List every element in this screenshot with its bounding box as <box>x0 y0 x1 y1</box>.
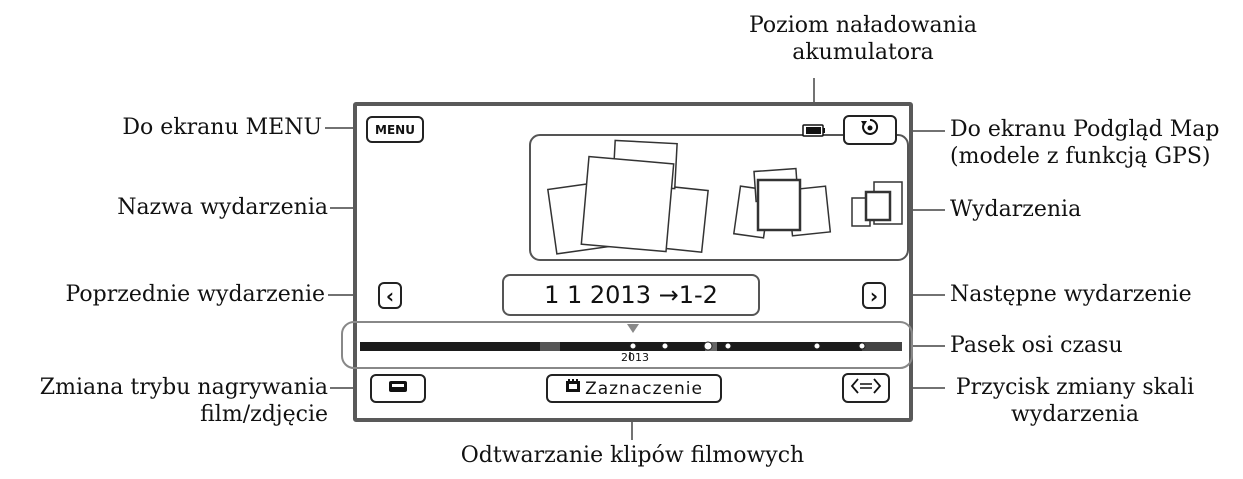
highlight-film-icon <box>565 378 581 399</box>
event-title: 1 1 2013 →1-2 <box>544 281 718 309</box>
event-thumbnail-medium <box>732 167 832 239</box>
next-event-button[interactable]: › <box>862 282 886 309</box>
callout-next-event: Następne wydarzenie <box>950 282 1192 307</box>
callout-mode-change: Zmiana trybu nagrywania film/zdjęcie <box>39 375 328 427</box>
menu-button-label: MENU <box>375 122 415 137</box>
timeline-box <box>341 321 913 369</box>
event-thumbnail-large <box>546 139 709 255</box>
callout-events: Wydarzenia <box>950 197 1082 222</box>
movie-photo-mode-icon <box>387 379 409 399</box>
callout-map: Do ekranu Podgląd Map (modele z funkcją … <box>950 117 1220 169</box>
highlight-label: Zaznaczenie <box>585 378 703 399</box>
timeline-year-label: 2013 <box>621 351 649 364</box>
callout-menu: Do ekranu MENU <box>122 115 322 140</box>
callout-highlight: Odtwarzanie klipów filmowych <box>460 443 805 468</box>
timeline-event-markers <box>629 341 866 351</box>
callout-event-name: Nazwa wydarzenia <box>117 195 328 220</box>
scale-change-icon <box>850 377 882 399</box>
callout-timeline: Pasek osi czasu <box>950 333 1123 358</box>
callout-prev-event: Poprzednie wydarzenie <box>65 282 325 307</box>
events-area <box>529 134 909 261</box>
timeline-position-marker <box>627 324 639 333</box>
callout-scale-change: Przycisk zmiany skali wydarzenia <box>955 375 1195 427</box>
event-thumbnail-small <box>851 181 903 227</box>
movie-photo-mode-button[interactable] <box>370 374 426 403</box>
map-view-icon <box>859 118 881 142</box>
highlight-playback-button[interactable]: Zaznaczenie <box>546 374 722 403</box>
battery-icon <box>802 122 826 137</box>
prev-event-button[interactable]: ‹ <box>378 282 402 309</box>
menu-button[interactable]: MENU <box>366 116 424 143</box>
scale-change-button[interactable] <box>842 373 890 403</box>
prev-arrow-icon: ‹ <box>385 283 395 308</box>
callout-battery: Poziom naładowania akumulatora <box>748 13 977 65</box>
next-arrow-icon: › <box>869 283 879 308</box>
map-view-button[interactable] <box>843 115 897 145</box>
event-title-box: 1 1 2013 →1-2 <box>502 274 760 316</box>
